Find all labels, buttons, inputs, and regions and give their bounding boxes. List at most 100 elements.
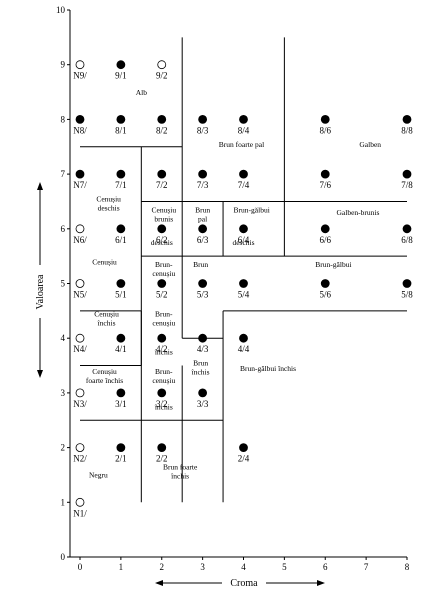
data-point-filled [116, 388, 126, 398]
point-label: 5/2 [156, 290, 168, 300]
data-point-filled [320, 279, 330, 288]
data-point-filled [157, 279, 167, 288]
data-point-filled [402, 279, 412, 288]
point-label: 3/1 [115, 399, 127, 409]
data-point-open [75, 443, 85, 453]
data-point-open [75, 60, 85, 70]
region-label: deschis [151, 238, 173, 247]
x-tick-label: 6 [323, 562, 328, 572]
region-label: Brun- [155, 260, 173, 269]
point-label: 7/1 [115, 180, 127, 190]
region-label: Cenușiu [92, 257, 117, 266]
x-tick-label: 1 [119, 562, 124, 572]
point-label: 9/1 [115, 71, 127, 81]
region-label: Alb [136, 88, 148, 97]
point-label: N5/ [73, 290, 87, 300]
data-point-filled [198, 115, 208, 124]
data-point-filled [198, 169, 208, 179]
data-point-filled [239, 115, 248, 124]
point-label: N4/ [73, 344, 87, 354]
data-point-filled [320, 115, 330, 124]
data-point-filled [157, 333, 167, 343]
point-label: 3/3 [197, 399, 209, 409]
data-point-filled [75, 169, 85, 179]
region-label: Brun [195, 205, 210, 214]
region-label: Cenușiu [94, 309, 119, 318]
region-label: cenușiu [152, 376, 175, 385]
data-point-filled [198, 224, 208, 234]
data-point-filled [116, 333, 126, 343]
data-point-filled [239, 169, 248, 179]
y-axis-title-group: Valoarea [35, 182, 46, 378]
point-label: 5/4 [238, 290, 250, 300]
point-label: 6/1 [115, 235, 127, 245]
x-axis-title-group: Croma [155, 578, 325, 589]
x-tick-label: 5 [282, 562, 287, 572]
point-label: N8/ [73, 125, 87, 135]
data-point-filled [402, 224, 412, 234]
point-label: 7/2 [156, 180, 168, 190]
y-tick-label: 3 [61, 388, 66, 398]
data-point-open [157, 60, 167, 70]
data-point-filled [116, 224, 126, 234]
point-label: 4/3 [197, 344, 209, 354]
region-label: Brun [193, 359, 208, 368]
region-label: închis [170, 471, 189, 480]
region-label: cenușiu [152, 269, 175, 278]
x-tick-label: 2 [160, 562, 165, 572]
point-label: 5/6 [319, 290, 331, 300]
data-point-filled [239, 443, 248, 453]
point-label: 2/1 [115, 454, 127, 464]
point-label: 5/3 [197, 290, 209, 300]
point-label: N9/ [73, 71, 87, 81]
data-point-filled [198, 388, 208, 398]
point-label: 4/4 [238, 344, 250, 354]
region-label: Galben-brunis [336, 208, 379, 217]
data-point-filled [320, 169, 330, 179]
region-label: cenușiu [152, 318, 175, 327]
point-label: 8/3 [197, 125, 209, 135]
region-label: Negru [89, 471, 108, 480]
x-tick-label: 7 [364, 562, 369, 572]
region-label: brunis [154, 214, 173, 223]
data-point-filled [198, 279, 208, 288]
region-label: Brun foarte pal [219, 140, 264, 149]
y-tick-label: 5 [61, 279, 66, 289]
y-axis-title: Valoarea [35, 274, 46, 310]
point-label: 6/2 [156, 235, 168, 245]
data-point-filled [116, 279, 126, 288]
y-arrow-head-down [37, 370, 43, 378]
region-label: Brun-gălbui [234, 205, 270, 214]
data-point-open [75, 333, 85, 343]
point-label: 7/4 [238, 180, 250, 190]
data-point-filled [157, 443, 167, 453]
point-label: 6/3 [197, 235, 209, 245]
point-label: 4/1 [115, 344, 127, 354]
data-point-open [75, 224, 85, 234]
point-label: 9/2 [156, 71, 168, 81]
data-point-open [75, 497, 85, 507]
y-tick-label: 7 [61, 169, 66, 179]
data-point-filled [116, 115, 126, 124]
region-label: deschis [232, 238, 254, 247]
point-label: 8/8 [401, 125, 413, 135]
y-arrow-head-up [37, 182, 43, 190]
point-label: N7/ [73, 180, 87, 190]
x-axis-title: Croma [230, 578, 258, 589]
x-tick-label: 0 [78, 562, 83, 572]
x-tick-label: 3 [200, 562, 205, 572]
region-label: Brun-gălbui [315, 260, 351, 269]
data-point-open [75, 388, 85, 398]
region-label: Cenușiu [92, 367, 117, 376]
point-label: N1/ [73, 508, 87, 518]
y-tick-label: 9 [61, 60, 66, 70]
region-label: Cenușiu [151, 205, 176, 214]
point-label: 3/2 [156, 399, 168, 409]
data-point-filled [239, 224, 248, 234]
data-point-filled [239, 279, 248, 288]
data-point-filled [116, 169, 126, 179]
point-label: N2/ [73, 454, 87, 464]
data-point-filled [157, 388, 167, 398]
